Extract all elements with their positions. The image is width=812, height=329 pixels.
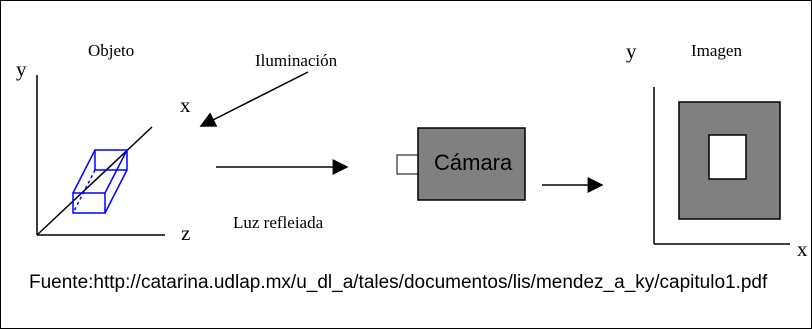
camera-body (417, 127, 526, 201)
image-frame (678, 101, 781, 220)
illumination-arrow (199, 71, 309, 127)
luz-reflejada-label: Luz refleiada (233, 213, 324, 232)
image-inner-rect (708, 134, 747, 180)
source-caption: Fuente:http://catarina.udlap.mx/u_dl_a/t… (29, 272, 768, 293)
object-x-axis (36, 126, 153, 236)
axis-x-right-label: x (797, 237, 808, 261)
object-wireframe-box (72, 149, 128, 214)
objeto-label: Objeto (88, 41, 134, 60)
imagen-label: Imagen (691, 41, 742, 60)
camera-label: Cámara (434, 150, 513, 175)
axis-x-left-label: x (180, 93, 191, 117)
iluminacion-label: Iluminación (255, 51, 338, 70)
axis-y-right-label: y (626, 39, 637, 63)
axis-y-left-label: y (16, 57, 27, 81)
axis-z-left-label: z (181, 221, 190, 245)
camera-lens (396, 154, 419, 175)
camera: Cámara (396, 127, 526, 201)
object-axes (36, 75, 165, 236)
